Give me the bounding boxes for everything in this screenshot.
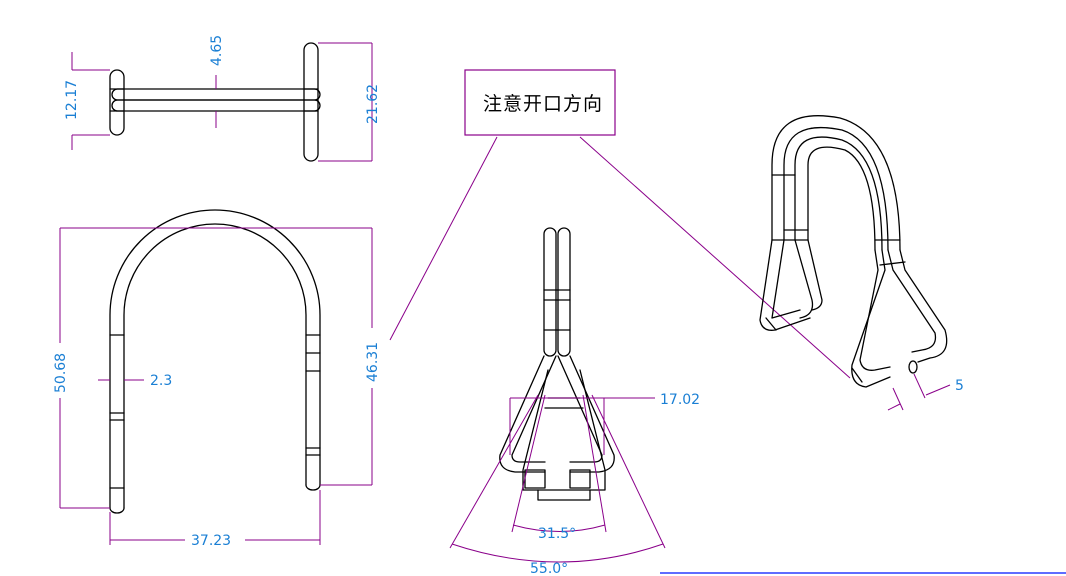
leader-to-front-view [389,136,498,341]
dim-front-wire-diameter: 2.3 [98,373,172,389]
note-box [464,69,616,136]
dim-front-total-height-label: 50.68 [53,353,69,393]
dim-front-wire-diameter-label: 2.3 [150,373,172,389]
dim-side-outer-angle: 55.0° [449,394,666,576]
dim-side-inner-angle: 31.5° [511,394,607,542]
iso-view: 5 [759,115,964,411]
dim-side-outer-angle-label: 55.0° [530,561,568,576]
dim-side-spread: 17.02 [509,392,700,455]
dim-top-right-label: 21.62 [365,84,381,124]
dim-front-width: 37.23 [109,490,321,549]
dim-iso-opening: 5 [887,373,964,411]
dim-top-center-label: 4.65 [209,35,225,66]
front-view: 50.68 2.3 46.31 37.23 [53,209,381,549]
iso-view-part [759,115,948,388]
dim-side-inner-angle-label: 31.5° [538,526,576,542]
dim-top-right: 21.62 [318,42,381,162]
dim-top-left: 12.17 [64,52,110,150]
dim-iso-opening-label: 5 [955,378,964,394]
dim-top-left-label: 12.17 [64,80,80,120]
note-text: 注意开口方向 [483,93,603,115]
dim-front-inner-height-label: 46.31 [365,342,381,382]
dim-front-width-label: 37.23 [191,533,231,549]
dim-front-inner-height: 46.31 [210,227,381,486]
note-callout: 注意开口方向 [389,69,851,379]
dim-top-center: 4.65 [209,35,225,128]
front-view-part [109,209,321,514]
top-view: 12.17 4.65 21.62 [64,35,381,162]
leader-to-iso-view [579,136,851,379]
dim-front-total-height: 50.68 [53,227,210,509]
side-view: 17.02 31.5° 55.0° [449,227,700,576]
side-view-part [499,227,615,501]
dim-side-spread-label: 17.02 [660,392,700,408]
